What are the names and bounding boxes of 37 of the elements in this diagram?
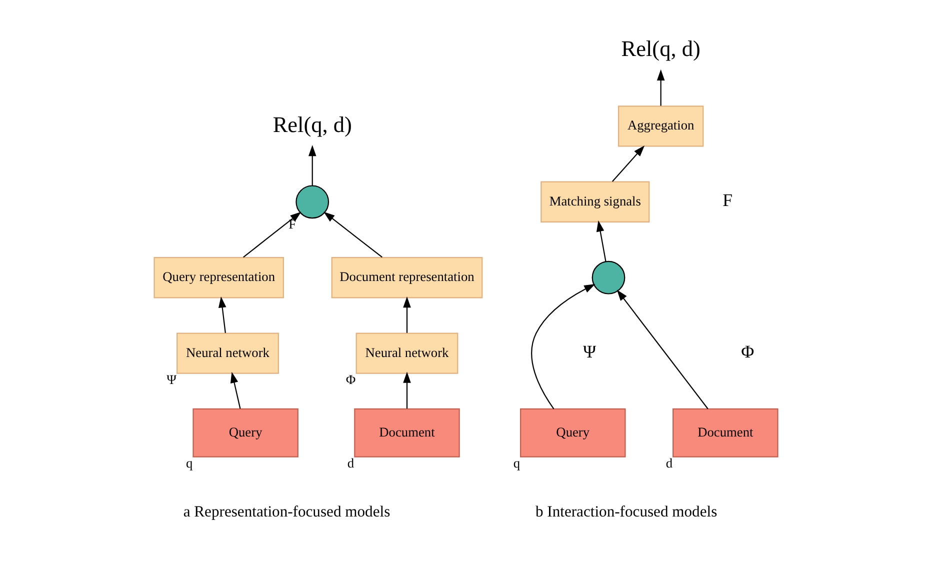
node-box: Query [520, 408, 626, 458]
arrow [323, 212, 382, 258]
node-box: Neural network [176, 332, 278, 374]
node-circle [591, 260, 625, 294]
arrow [616, 290, 708, 410]
node-box: Document [672, 408, 778, 458]
arrow [242, 212, 301, 258]
label: Φ [740, 342, 754, 362]
node-box: Query representation [153, 257, 284, 298]
label: F [722, 190, 732, 210]
node-box: Query [192, 408, 298, 458]
node-label: d [346, 456, 354, 471]
arrow [656, 69, 664, 106]
arrow [611, 145, 644, 182]
arrow [530, 284, 595, 410]
node-label: q [512, 456, 520, 471]
node-box: Matching signals [540, 181, 650, 222]
node-text: Rel(q, d) [272, 112, 352, 137]
node-box: Neural network [355, 332, 458, 374]
arrow [308, 145, 316, 186]
node-circle [295, 185, 329, 219]
node-box: Document representation [330, 257, 482, 298]
arrow [596, 220, 606, 262]
arrow [218, 296, 226, 333]
node-box: Aggregation [617, 106, 704, 147]
node-label: d [665, 456, 672, 471]
label: a Representation-focused models [182, 504, 390, 521]
arrow [402, 372, 410, 409]
node-label: Ψ [166, 372, 176, 388]
node-label: Φ [345, 372, 356, 388]
arrow [402, 296, 410, 333]
node-text: Rel(q, d) [620, 36, 700, 62]
node-label: q [185, 456, 192, 471]
arrow [230, 372, 240, 409]
node-box: Document [354, 408, 460, 458]
label: Ψ [582, 342, 596, 362]
label: b Interaction-focused models [534, 504, 717, 521]
